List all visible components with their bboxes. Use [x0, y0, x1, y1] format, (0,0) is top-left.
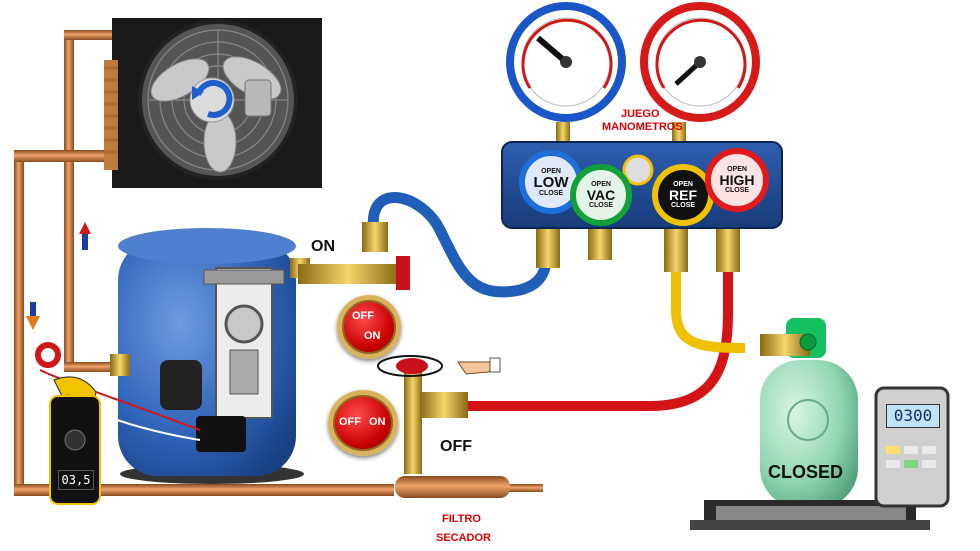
condenser-unit — [104, 18, 322, 188]
on-valve-label: ON — [311, 238, 335, 255]
port-high-name: HIGH — [719, 172, 755, 188]
high-pressure-gauge — [640, 2, 760, 122]
knob-bottom-on-label: ON — [369, 416, 386, 428]
flow-arrow-up-icon — [79, 222, 91, 250]
copper-pipes — [14, 30, 543, 498]
filter-drier — [395, 476, 510, 498]
port-low-name: LOW — [533, 173, 569, 191]
cylinder-closed-label: CLOSED — [768, 462, 844, 482]
compressor — [110, 228, 310, 484]
port-vac-name: VAC — [586, 187, 616, 203]
port-ref-close: CLOSE — [670, 202, 696, 209]
refrigerant-cylinder — [760, 318, 858, 508]
port-ref-open: OPEN — [673, 181, 693, 188]
port-ref[interactable]: OPEN REF CLOSE — [652, 164, 714, 226]
port-high-close: CLOSE — [724, 187, 750, 194]
port-vac-open: OPEN — [591, 181, 611, 188]
valve-knob-top[interactable]: OFF ON — [337, 295, 401, 359]
filtro-label-line1: FILTRO — [442, 513, 481, 525]
juego-label-line2: MANOMETROS — [602, 121, 683, 133]
clamp-ring-icon — [35, 342, 61, 368]
knob-top-off-label: OFF — [352, 310, 374, 322]
port-vac[interactable]: OPEN VAC CLOSE — [570, 164, 632, 226]
service-valve-bottom — [377, 355, 468, 474]
red-hose — [465, 268, 733, 411]
scale-platform — [690, 500, 930, 530]
sight-glass-icon — [622, 154, 654, 186]
port-ref-name: REF — [669, 187, 697, 203]
service-valve-top — [298, 222, 410, 290]
port-high-open: OPEN — [727, 166, 747, 173]
clamp-meter-display: 03,5 — [58, 470, 94, 490]
port-high[interactable]: OPEN HIGH CLOSE — [705, 148, 769, 212]
valve-knob-bottom[interactable]: OFF ON — [328, 390, 398, 456]
off-valve-label: OFF — [440, 438, 472, 455]
knob-top-on-label: ON — [364, 330, 381, 342]
knob-bottom-off-label: OFF — [339, 416, 361, 428]
juego-label-line1: JUEGO — [621, 108, 660, 120]
pointing-hand-icon — [457, 357, 501, 375]
filtro-label-line2: SECADOR — [436, 532, 492, 544]
low-gauge-needle — [536, 35, 568, 65]
low-pressure-gauge — [506, 2, 626, 122]
flow-arrow-down-icon — [26, 302, 40, 330]
yellow-hose — [671, 268, 746, 353]
scale-display: 0300 — [886, 404, 940, 428]
port-vac-close: CLOSE — [588, 202, 614, 209]
rotation-arrow-icon — [195, 80, 233, 118]
manifold-fittings — [536, 122, 740, 272]
port-low-open: OPEN — [541, 167, 561, 175]
port-low-close: CLOSE — [538, 189, 564, 197]
